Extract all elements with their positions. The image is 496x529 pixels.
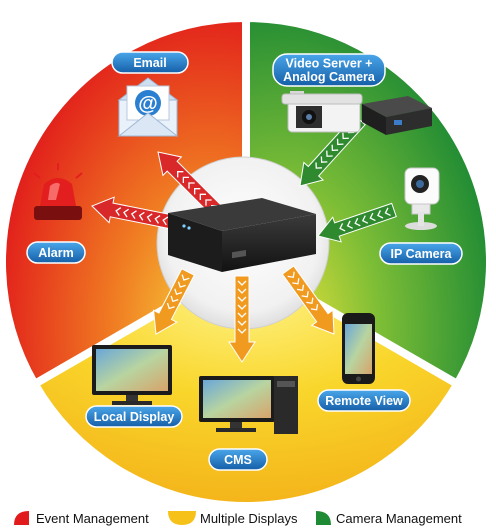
legend-label-multiple-displays: Multiple Displays [200, 511, 298, 526]
arrow-chevron [361, 215, 369, 224]
arrow-to-remote-view [281, 265, 335, 335]
legend-label-event-management: Event Management [36, 511, 149, 526]
arrow-chevron [177, 171, 184, 178]
arrow-chevron [369, 212, 376, 222]
legend: Event Management Multiple Displays Camer… [14, 511, 462, 526]
arrow-to-alarm [91, 196, 174, 230]
label-pills: Email Video Server + Analog Camera Alarm… [26, 51, 463, 471]
arrow-chevron [166, 302, 175, 310]
arrow-chevron [115, 207, 122, 216]
envelope-at-icon: @ [117, 77, 179, 137]
arrow-chevron [181, 274, 190, 281]
arrow-chevron [174, 288, 183, 296]
arrow-chevron [205, 199, 212, 206]
arrow-chevron [331, 144, 339, 152]
monitor-icon [92, 345, 172, 405]
legend-swatch-multiple-displays [168, 511, 196, 525]
arrow-chevron [237, 280, 247, 286]
arrow-chevron [342, 132, 349, 140]
arrow-chevron [177, 281, 186, 288]
arrow-chevron [306, 297, 314, 305]
legend-item-camera-management: Camera Management [316, 511, 462, 526]
arrow-chevron [296, 284, 305, 292]
arrow-chevron [237, 320, 247, 326]
arrow-chevron [310, 304, 319, 311]
alarm-label-text: Alarm [38, 246, 73, 260]
arrow-from-ip-camera [317, 202, 397, 243]
bullet-camera-and-video-server-icon [281, 91, 432, 135]
remote-view-label: Remote View [317, 389, 411, 412]
legend-swatch-event-management [14, 511, 29, 525]
remote-view-label-text: Remote View [325, 394, 403, 408]
arrow-chevron [336, 138, 344, 146]
arrow-chevron [182, 176, 190, 184]
ip-camera-label: IP Camera [379, 242, 463, 265]
arrow-chevron [339, 223, 346, 232]
legend-item-multiple-displays: Multiple Displays [168, 511, 298, 526]
email-label: Email [111, 51, 189, 74]
siren-light-icon [33, 163, 83, 220]
arrow-chevron [237, 296, 247, 302]
desktop-pc-icon [199, 376, 298, 434]
arrow-chevron [346, 220, 354, 229]
arrow-from-video-server [299, 114, 366, 187]
arrow-to-cms [228, 275, 256, 363]
arrow-chevron [384, 207, 391, 216]
legend-item-event-management: Event Management [14, 511, 149, 526]
email-label-text: Email [133, 56, 166, 70]
cms-label-text: CMS [224, 453, 252, 467]
video-server-label-line1: Video Server + [286, 57, 373, 71]
arrow-chevron [194, 188, 201, 195]
arrow-chevron [138, 211, 145, 221]
arrow-chevron [292, 278, 300, 285]
arrow-chevron [199, 193, 206, 200]
arrow-chevron [354, 217, 361, 227]
arrow-chevron [237, 288, 247, 294]
arrow-chevron [237, 328, 247, 334]
arrow-to-local-display [153, 268, 195, 335]
arrow-chevron [146, 213, 153, 223]
email-at-glyph: @ [138, 93, 158, 115]
alarm-label: Alarm [26, 241, 86, 264]
arrow-chevron [377, 210, 384, 219]
legend-swatch-camera-management [316, 511, 331, 525]
video-server-label-line2: Analog Camera [283, 70, 376, 84]
video-server-label: Video Server + Analog Camera [272, 53, 386, 87]
arrow-chevron [326, 150, 333, 157]
arrow-chevron [154, 214, 161, 224]
arrow-chevron [320, 156, 328, 163]
arrow-chevron [162, 216, 169, 226]
arrow-chevron [237, 304, 247, 310]
cube-ip-camera-icon [404, 167, 440, 230]
cms-label: CMS [208, 448, 268, 471]
arrow-chevron [170, 295, 179, 303]
arrow-chevron [237, 312, 247, 318]
arrow-chevron [301, 291, 309, 298]
arrow-chevron [130, 210, 137, 220]
local-display-label-text: Local Display [94, 410, 175, 424]
ip-camera-label-text: IP Camera [391, 247, 453, 261]
smartphone-icon [342, 313, 375, 384]
local-display-label: Local Display [85, 405, 183, 428]
arrow-chevron [188, 182, 195, 189]
legend-label-camera-management: Camera Management [336, 511, 462, 526]
nvr-device-icon [168, 198, 316, 272]
arrow-chevron [123, 208, 130, 218]
arrow-chevron [315, 162, 322, 169]
arrow-chevron [287, 271, 295, 279]
